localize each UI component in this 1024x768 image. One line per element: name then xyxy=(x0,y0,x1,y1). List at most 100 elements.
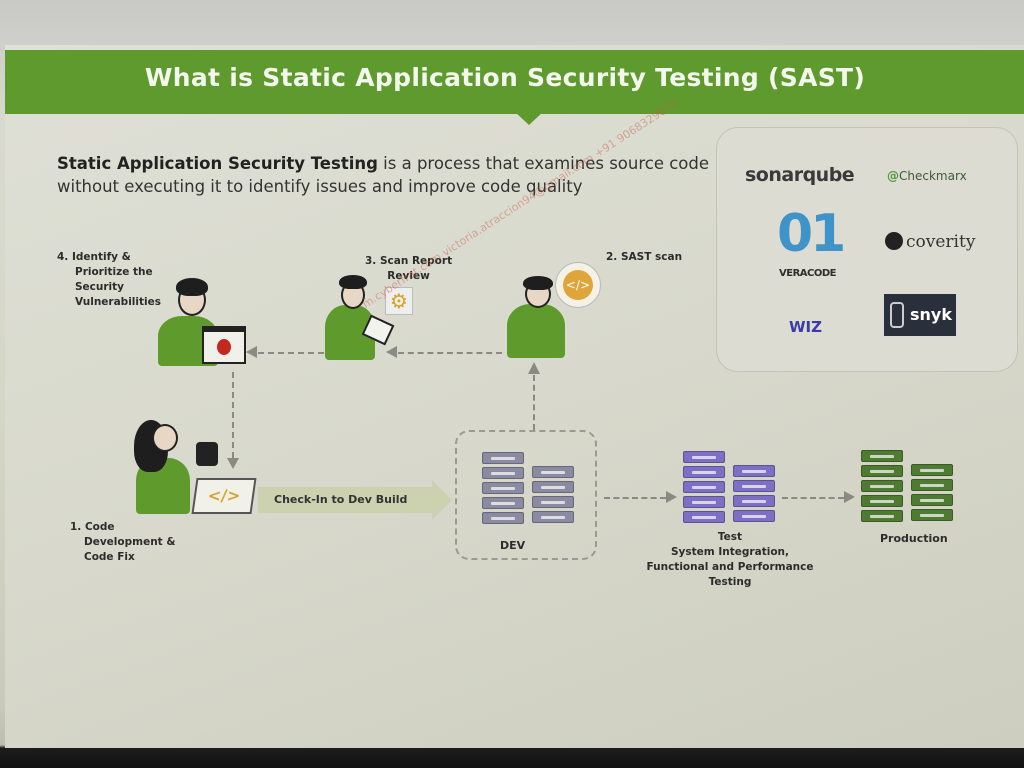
step1-line: Development & xyxy=(84,536,176,548)
title-notch xyxy=(515,112,543,125)
developer-illustration: </> xyxy=(134,418,257,514)
server-unit xyxy=(861,480,903,492)
server-unit xyxy=(911,494,953,506)
arrow-head xyxy=(246,346,257,358)
server-unit xyxy=(911,464,953,476)
dev-label: DEV xyxy=(500,539,526,552)
arrow-dev-to-test xyxy=(604,497,666,499)
server-unit xyxy=(861,450,903,462)
test-line: Testing xyxy=(708,576,752,588)
server-unit xyxy=(482,497,524,509)
server-unit xyxy=(861,465,903,477)
server-unit xyxy=(733,465,775,477)
intro-bold: Static Application Security Testing xyxy=(57,154,378,173)
reviewer-illustration: ⚙ xyxy=(325,275,413,360)
checkmarx-text: Checkmarx xyxy=(899,169,967,183)
server-rack xyxy=(482,452,524,527)
arrow-3-to-4 xyxy=(258,352,324,354)
snyk-text: snyk xyxy=(910,305,952,324)
checkin-arrow: Check-In to Dev Build xyxy=(258,487,433,513)
server-rack xyxy=(911,464,953,524)
sonarqube-logo: sonarqube xyxy=(745,164,855,186)
server-rack xyxy=(532,466,574,526)
bug-screen xyxy=(202,326,246,364)
step4-line: Vulnerabilities xyxy=(75,296,161,308)
veracode-logo: VERACODE xyxy=(779,268,836,279)
coverity-icon xyxy=(885,232,903,250)
server-unit xyxy=(733,495,775,507)
step1-line: Code Fix xyxy=(84,551,135,563)
server-unit xyxy=(683,481,725,493)
server-unit xyxy=(482,467,524,479)
arrow-head xyxy=(227,458,239,469)
step1-line: 1. Code xyxy=(70,521,115,533)
step2-label: 2. SAST scan xyxy=(606,251,683,263)
step4-label: 4. Identify & Prioritize the Security Vu… xyxy=(57,250,161,310)
title-bar: What is Static Application Security Test… xyxy=(5,50,1024,114)
wiz-logo: WIZ xyxy=(789,318,823,336)
checkin-label: Check-In to Dev Build xyxy=(274,493,408,506)
server-unit xyxy=(733,480,775,492)
analyst-illustration xyxy=(158,278,248,368)
arrow-2-to-3 xyxy=(398,352,502,354)
step3-line: Review xyxy=(387,270,430,282)
snyk-dog-icon xyxy=(890,302,904,328)
server-unit xyxy=(911,509,953,521)
server-unit xyxy=(482,512,524,524)
step4-line: 4. Identify & xyxy=(57,251,131,263)
server-unit xyxy=(683,496,725,508)
server-unit xyxy=(861,510,903,522)
arrow-test-to-prod xyxy=(782,497,844,499)
mug-icon xyxy=(196,442,218,466)
scanner-illustration: </> xyxy=(507,262,607,358)
test-line: System Integration, xyxy=(671,546,789,558)
server-unit xyxy=(482,452,524,464)
test-line: Functional and Performance xyxy=(646,561,814,573)
server-unit xyxy=(532,496,574,508)
checkmarx-logo: @Checkmarx xyxy=(887,169,967,183)
arrow-dev-to-scan xyxy=(533,375,535,430)
server-rack xyxy=(733,465,775,525)
checkmarx-icon: @ xyxy=(887,169,899,183)
bug-icon xyxy=(217,339,231,355)
step3-label: 3. Scan Report Review xyxy=(365,254,452,284)
snyk-logo: snyk xyxy=(884,294,956,336)
server-unit xyxy=(911,479,953,491)
dev-environment-box xyxy=(455,430,597,560)
arrow-head xyxy=(528,362,540,374)
server-unit xyxy=(683,451,725,463)
test-label: Test System Integration, Functional and … xyxy=(640,530,820,590)
server-rack xyxy=(683,451,725,526)
server-unit xyxy=(532,466,574,478)
slide-title: What is Static Application Security Test… xyxy=(144,63,866,92)
step3-line: 3. Scan Report xyxy=(365,255,453,267)
server-unit xyxy=(861,495,903,507)
intro-text: Static Application Security Testing is a… xyxy=(57,152,757,198)
intro-rest: is a process that examines source code w… xyxy=(57,154,710,196)
gear-icon: ⚙ xyxy=(385,287,413,315)
coverity-logo: coverity xyxy=(885,232,975,252)
step4-line: Prioritize the xyxy=(75,266,153,278)
sast-tools-panel: sonarqube @Checkmarx 01 VERACODE coverit… xyxy=(716,127,1018,372)
production-label: Production xyxy=(880,532,948,545)
laptop-code-icon: </> xyxy=(191,478,257,514)
server-unit xyxy=(683,466,725,478)
veracode-mark: 01 xyxy=(777,204,846,264)
server-unit xyxy=(532,481,574,493)
arrow-head xyxy=(432,480,452,520)
arrow-head xyxy=(666,491,677,503)
arrow-4-to-1 xyxy=(232,372,234,458)
coverity-text: coverity xyxy=(906,232,976,252)
arrow-head xyxy=(386,346,397,358)
server-unit xyxy=(733,510,775,522)
test-line: Test xyxy=(717,531,743,543)
code-icon: </> xyxy=(563,270,593,300)
server-unit xyxy=(532,511,574,523)
arrow-head xyxy=(844,491,855,503)
step4-line: Security xyxy=(75,281,125,293)
step1-label: 1. Code Development & Code Fix xyxy=(70,520,176,565)
lightbulb-icon: </> xyxy=(555,262,601,308)
server-rack xyxy=(861,450,903,525)
server-unit xyxy=(683,511,725,523)
server-unit xyxy=(482,482,524,494)
